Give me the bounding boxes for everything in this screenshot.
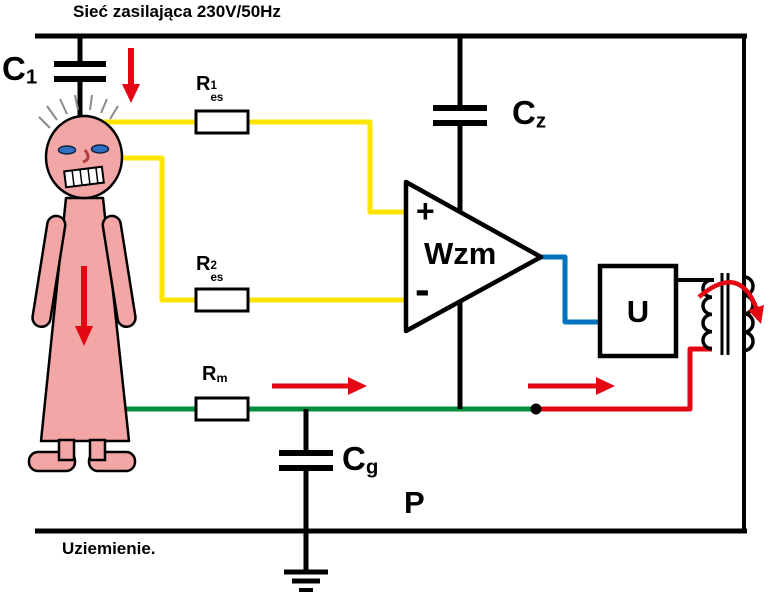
patient-arm-right (101, 214, 137, 329)
cg-subscript: g (365, 455, 379, 479)
resistor-r2es-body (194, 287, 250, 313)
rm-current-arrow (272, 377, 367, 395)
node-current-arrow (528, 377, 615, 395)
amplifier-plus-input-label: + (416, 193, 435, 229)
cg-symbol: C (342, 440, 366, 477)
amplifier-name-label: Wzm (424, 236, 497, 271)
patient-leg-left (57, 438, 76, 462)
c1-symbol: C (2, 50, 26, 87)
power-line-label: Sieć zasilająca 230V/50Hz (73, 2, 281, 21)
c1-subscript: 1 (25, 65, 38, 89)
transformer-rotation-arrow (697, 280, 764, 324)
patient-hair (38, 94, 119, 129)
c1-label: C1 (2, 52, 37, 88)
rm-symbol: R (202, 363, 217, 385)
body-current-arrow (75, 266, 93, 346)
rm-label: Rm (202, 364, 227, 385)
cz-label: Cz (512, 96, 546, 132)
patient-mouth (63, 165, 105, 189)
patient-arm-left (31, 214, 67, 329)
u-block-label: U (600, 296, 676, 327)
patient-nose (82, 149, 90, 164)
cg-label: Cg (342, 442, 378, 478)
resistor-r1es-body (194, 109, 250, 135)
ground-line-label: Uziemienie. (62, 539, 156, 558)
electrode-wire-top (100, 119, 406, 215)
r1es-symbol: R (196, 73, 211, 95)
transformer-secondary-coil (743, 275, 755, 353)
secondary-circuit-wire (536, 346, 712, 412)
patient-leg-right (88, 438, 107, 462)
amplifier-output-wire (540, 254, 602, 325)
u-block-body (597, 263, 679, 359)
patient-eye-left (57, 145, 77, 155)
resistor-rm-body (194, 396, 250, 422)
junction-node (530, 403, 542, 415)
patient-eye-right (90, 144, 110, 154)
r2es-superscript: 2 (210, 258, 217, 272)
r2es-symbol: R (196, 253, 211, 275)
u-block-letter: U (626, 294, 650, 329)
r2es-subscript: es (210, 270, 224, 284)
electrode-wire-bottom (100, 155, 406, 303)
amplifier-triangle (403, 179, 544, 334)
ground-point-label: P (404, 485, 425, 520)
cz-subscript: z (535, 109, 547, 133)
rm-subscript: m (216, 371, 228, 386)
r1es-superscript: 1 (210, 78, 217, 92)
cz-symbol: C (512, 94, 536, 131)
c1-current-arrow (122, 48, 140, 103)
r1es-subscript: es (210, 90, 224, 104)
amplifier-minus-input-label: - (415, 265, 430, 314)
